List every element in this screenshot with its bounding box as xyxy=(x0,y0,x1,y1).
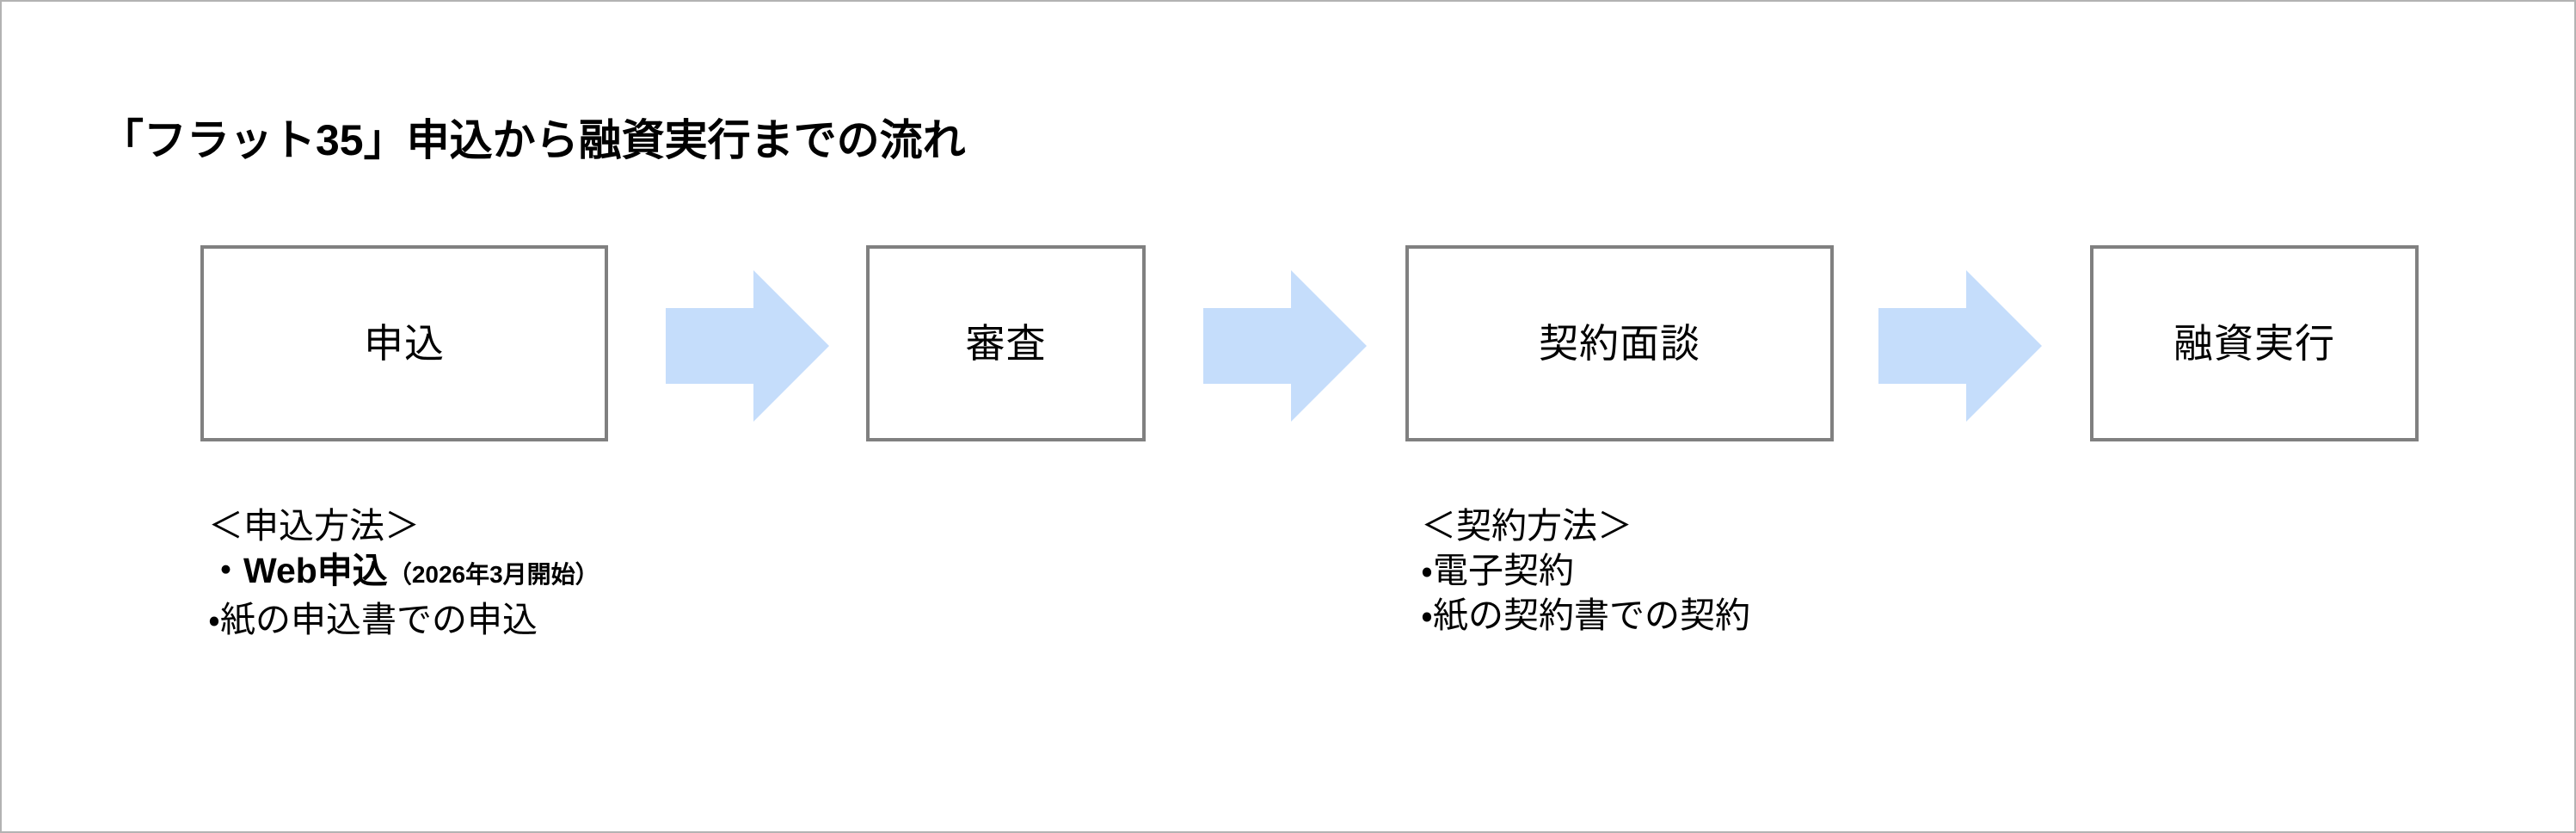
flow-step-box-1: 申込 xyxy=(200,245,608,441)
note-heading-application: ＜申込方法＞ xyxy=(208,506,420,546)
flow-step-label-1: 申込 xyxy=(364,321,445,366)
flow-step-label-4: 融資実行 xyxy=(2173,321,2335,366)
flow-step-box-3: 契約面談 xyxy=(1405,245,1834,441)
note-contract-methods: ＜契約方法＞ ・電子契約 ・紙の契約書での契約 xyxy=(1421,503,1750,638)
note-line-text: 紙の申込書での申込 xyxy=(219,600,538,639)
flow-step-box-2: 審査 xyxy=(866,245,1146,441)
note-line-contract-2: ・紙の契約書での契約 xyxy=(1421,593,1750,638)
page-title: 「フラット35」申込から融資実行までの流れ xyxy=(101,116,966,164)
note-line-application-1: ・Web申込（2026年3月開始） xyxy=(208,548,599,597)
flow-step-label-2: 審査 xyxy=(965,321,1047,366)
right-arrow-icon-3 xyxy=(1878,270,2042,422)
note-line-text: 紙の契約書での契約 xyxy=(1432,595,1750,635)
flow-step-box-4: 融資実行 xyxy=(2090,245,2419,441)
note-line-text: 電子契約 xyxy=(1432,551,1574,590)
flow-step-label-3: 契約面談 xyxy=(1539,321,1700,366)
note-line-text: Web申込 xyxy=(243,551,388,590)
bullet-marker: ・ xyxy=(1421,551,1433,590)
right-arrow-icon-1 xyxy=(666,270,829,422)
note-application-methods: ＜申込方法＞ ・Web申込（2026年3月開始） ・紙の申込書での申込 xyxy=(208,503,599,642)
note-line-application-2: ・紙の申込書での申込 xyxy=(208,597,599,642)
right-arrow-icon-2 xyxy=(1203,270,1367,422)
bullet-marker: ・ xyxy=(208,600,220,639)
note-line-contract-1: ・電子契約 xyxy=(1421,548,1750,593)
note-heading-contract: ＜契約方法＞ xyxy=(1421,506,1632,546)
bullet-marker: ・ xyxy=(1421,595,1433,635)
bullet-marker: ・ xyxy=(208,551,243,590)
note-line-sub: （2026年3月開始） xyxy=(387,561,599,588)
